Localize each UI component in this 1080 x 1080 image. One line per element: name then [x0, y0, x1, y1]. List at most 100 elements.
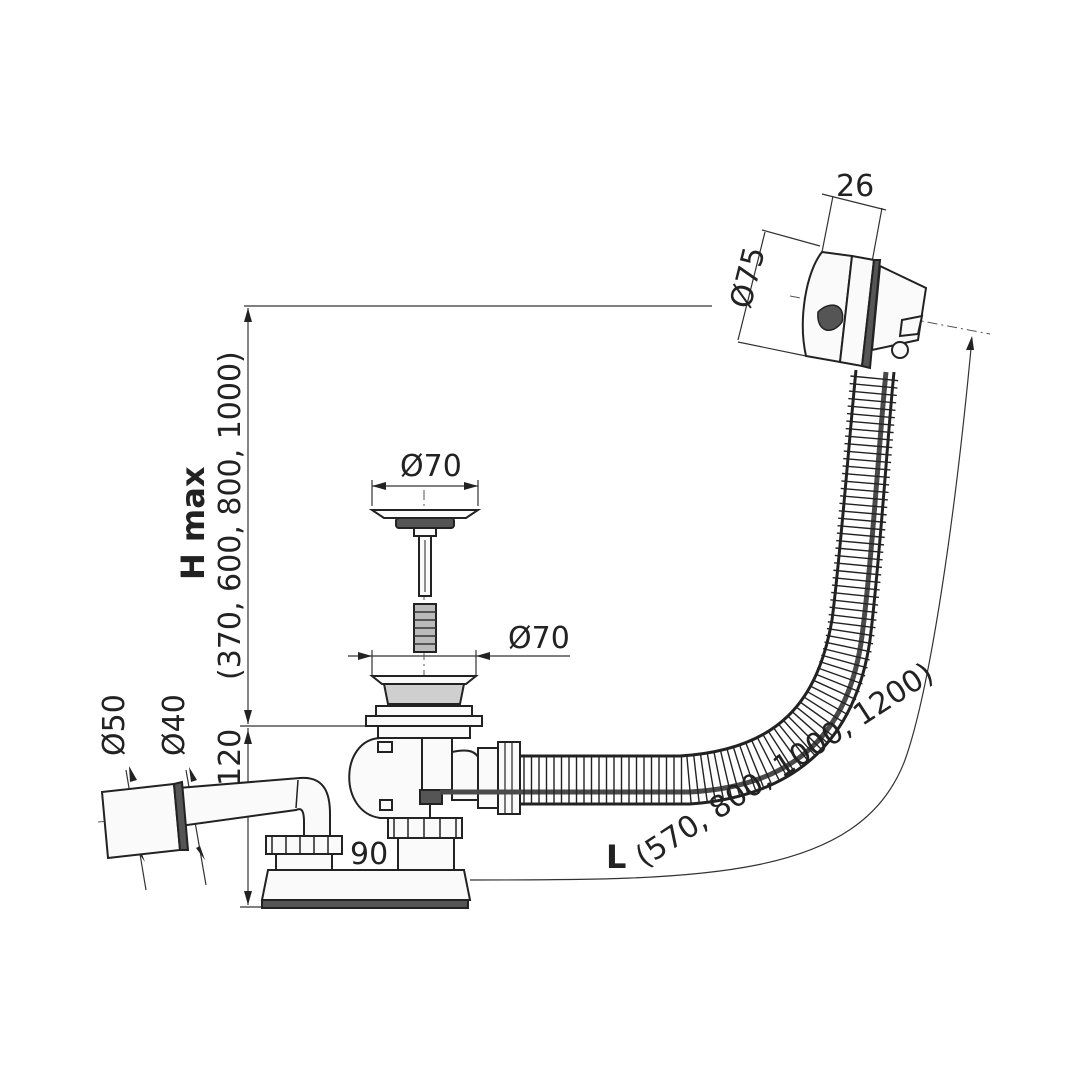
outlet-large-label: Ø50 — [97, 694, 132, 756]
hose-rib — [791, 710, 829, 744]
hose-rib — [838, 510, 887, 516]
l-dimension-curve — [469, 337, 973, 881]
hose-rib — [842, 465, 891, 471]
hose-rib — [751, 740, 773, 785]
hose-rib — [844, 442, 893, 449]
trap-arrow-bottom — [244, 891, 252, 905]
hose-rib — [777, 723, 810, 762]
hose-connector — [477, 741, 521, 815]
hose-rib — [795, 706, 834, 738]
plug-arrow-left — [372, 482, 386, 490]
hose-rib — [738, 744, 757, 791]
waste-arrow-right — [476, 652, 490, 660]
hose-rib — [809, 684, 853, 708]
hose-rib — [782, 719, 816, 757]
hose-rib — [834, 562, 882, 569]
hose-rib — [841, 480, 890, 486]
hose-rib — [762, 734, 788, 777]
hose-rib — [846, 420, 895, 426]
hose-rib — [802, 695, 845, 723]
hose-rib — [713, 751, 725, 800]
hose-rib — [693, 754, 700, 803]
overflow-head — [801, 250, 928, 370]
hose-rib — [834, 554, 883, 561]
trap-base — [260, 835, 472, 909]
h-max-values: (370, 600, 800, 1000) — [213, 351, 248, 680]
outlet-pipe — [100, 776, 331, 860]
hose-rib — [838, 517, 887, 524]
outlet-large-arrow-a — [129, 766, 137, 782]
overflow-dia-ext-bottom — [737, 341, 807, 357]
h-max-title: H max — [174, 466, 212, 580]
hose-rib — [846, 412, 895, 419]
hose-ribs — [523, 375, 899, 804]
hose-rib — [848, 397, 897, 404]
hose-rib — [719, 750, 733, 798]
hose-rib — [841, 472, 890, 479]
hose-rib — [847, 405, 896, 411]
overflow-dia-line — [737, 231, 766, 341]
plug-arrow-right — [464, 482, 478, 490]
click-clack-plug — [368, 509, 482, 597]
hose-rib — [828, 613, 877, 621]
hose-rib — [827, 621, 876, 629]
overflow-depth-ext-a — [821, 195, 834, 253]
hose-rib — [848, 390, 897, 397]
plug-diameter-label: Ø70 — [400, 449, 462, 484]
overflow-depth-label: 26 — [836, 169, 874, 204]
hose-rib — [849, 382, 898, 389]
hose-rib — [832, 576, 881, 584]
hose-rib — [836, 539, 885, 546]
hose-rib — [821, 654, 868, 669]
hose-rib — [840, 495, 888, 501]
hose-rib — [699, 754, 708, 802]
trap-arrow-top — [244, 730, 252, 744]
hose-rib — [831, 591, 879, 599]
hose-rib — [839, 502, 888, 509]
hose-rib — [833, 569, 882, 576]
hose-rib — [845, 435, 893, 441]
trap-offset-label: 90 — [350, 837, 388, 872]
hose-rib — [817, 667, 863, 685]
plug-spindle — [413, 603, 437, 653]
hose-rib — [850, 375, 899, 382]
hose-rib — [806, 690, 849, 716]
hose-rib — [822, 647, 870, 661]
hose-rib — [824, 641, 872, 653]
l-title: L — [606, 838, 626, 876]
hose-rib — [835, 547, 884, 554]
hose-rib — [772, 727, 803, 768]
waste-diameter-label: Ø70 — [508, 621, 570, 656]
hose-rib — [843, 450, 892, 456]
waste-arrow-left — [358, 652, 372, 660]
hose-rib — [812, 679, 857, 701]
hose-rib — [686, 755, 692, 804]
outlet-small-arrow-b — [196, 846, 205, 860]
hose-rib — [767, 730, 795, 773]
hose-rib — [840, 487, 889, 494]
outlet-small-arrow-a — [189, 767, 197, 782]
hose-rib — [843, 457, 892, 464]
hose-rib — [799, 701, 840, 731]
hose-rib — [706, 753, 717, 801]
hose-rib — [831, 584, 880, 591]
overflow-diameter-label: Ø75 — [724, 244, 773, 312]
hose-rib — [819, 660, 866, 677]
hose-rib — [787, 715, 823, 751]
hose-rib — [836, 532, 885, 539]
hose-rib — [814, 673, 860, 693]
hose-rib — [845, 427, 894, 434]
hose-rib — [825, 634, 874, 645]
trap-height-label: 120 — [213, 729, 248, 786]
hose-rib — [826, 627, 875, 637]
l-arrow-top — [966, 336, 974, 350]
hose-rib — [726, 748, 741, 796]
overflow-dia-ext-top — [761, 229, 821, 247]
h-arrow-bottom — [244, 710, 252, 724]
trap-body — [348, 737, 481, 871]
overflow-depth-ext-b — [871, 207, 883, 263]
hose-rib — [745, 742, 765, 788]
hose-rib — [732, 746, 749, 794]
